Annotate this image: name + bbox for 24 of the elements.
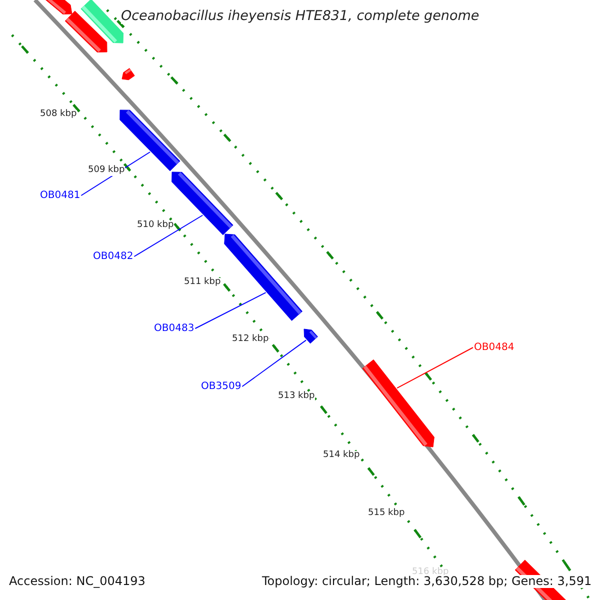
gene-label: OB0484: [474, 342, 514, 353]
gene-block: [362, 359, 434, 448]
gene-label: OB3509: [201, 381, 242, 392]
leader-line: [242, 340, 307, 387]
scale-label: 513 kbp: [278, 392, 315, 402]
footer-text: Accession: NC_004193: [9, 575, 146, 588]
title: Oceanobacillus iheyensis HTE831, complete genome: [121, 9, 480, 24]
leader-line: [194, 292, 266, 329]
scale-label: 508 kbp: [40, 110, 77, 120]
scale-label: 512 kbp: [232, 335, 269, 345]
scale-label: 514 kbp: [323, 451, 360, 461]
footer-text: Topology: circular; Length: 3,630,528 bp; Genes: 3,591: [262, 575, 592, 588]
gene-block: [172, 172, 234, 236]
gene-block: [224, 234, 302, 321]
leader-line: [134, 214, 204, 257]
scale-label: 511 kbp: [184, 278, 221, 288]
scale-label: 509 kbp: [88, 166, 125, 176]
gene-block: [304, 328, 318, 344]
leader-line: [396, 347, 474, 389]
gene-label: OB0481: [40, 190, 80, 201]
gene-label: OB0482: [93, 251, 134, 262]
scale-label: 515 kbp: [368, 509, 405, 519]
gene-label: OB0483: [154, 323, 194, 334]
scale-label: 510 kbp: [137, 221, 174, 231]
